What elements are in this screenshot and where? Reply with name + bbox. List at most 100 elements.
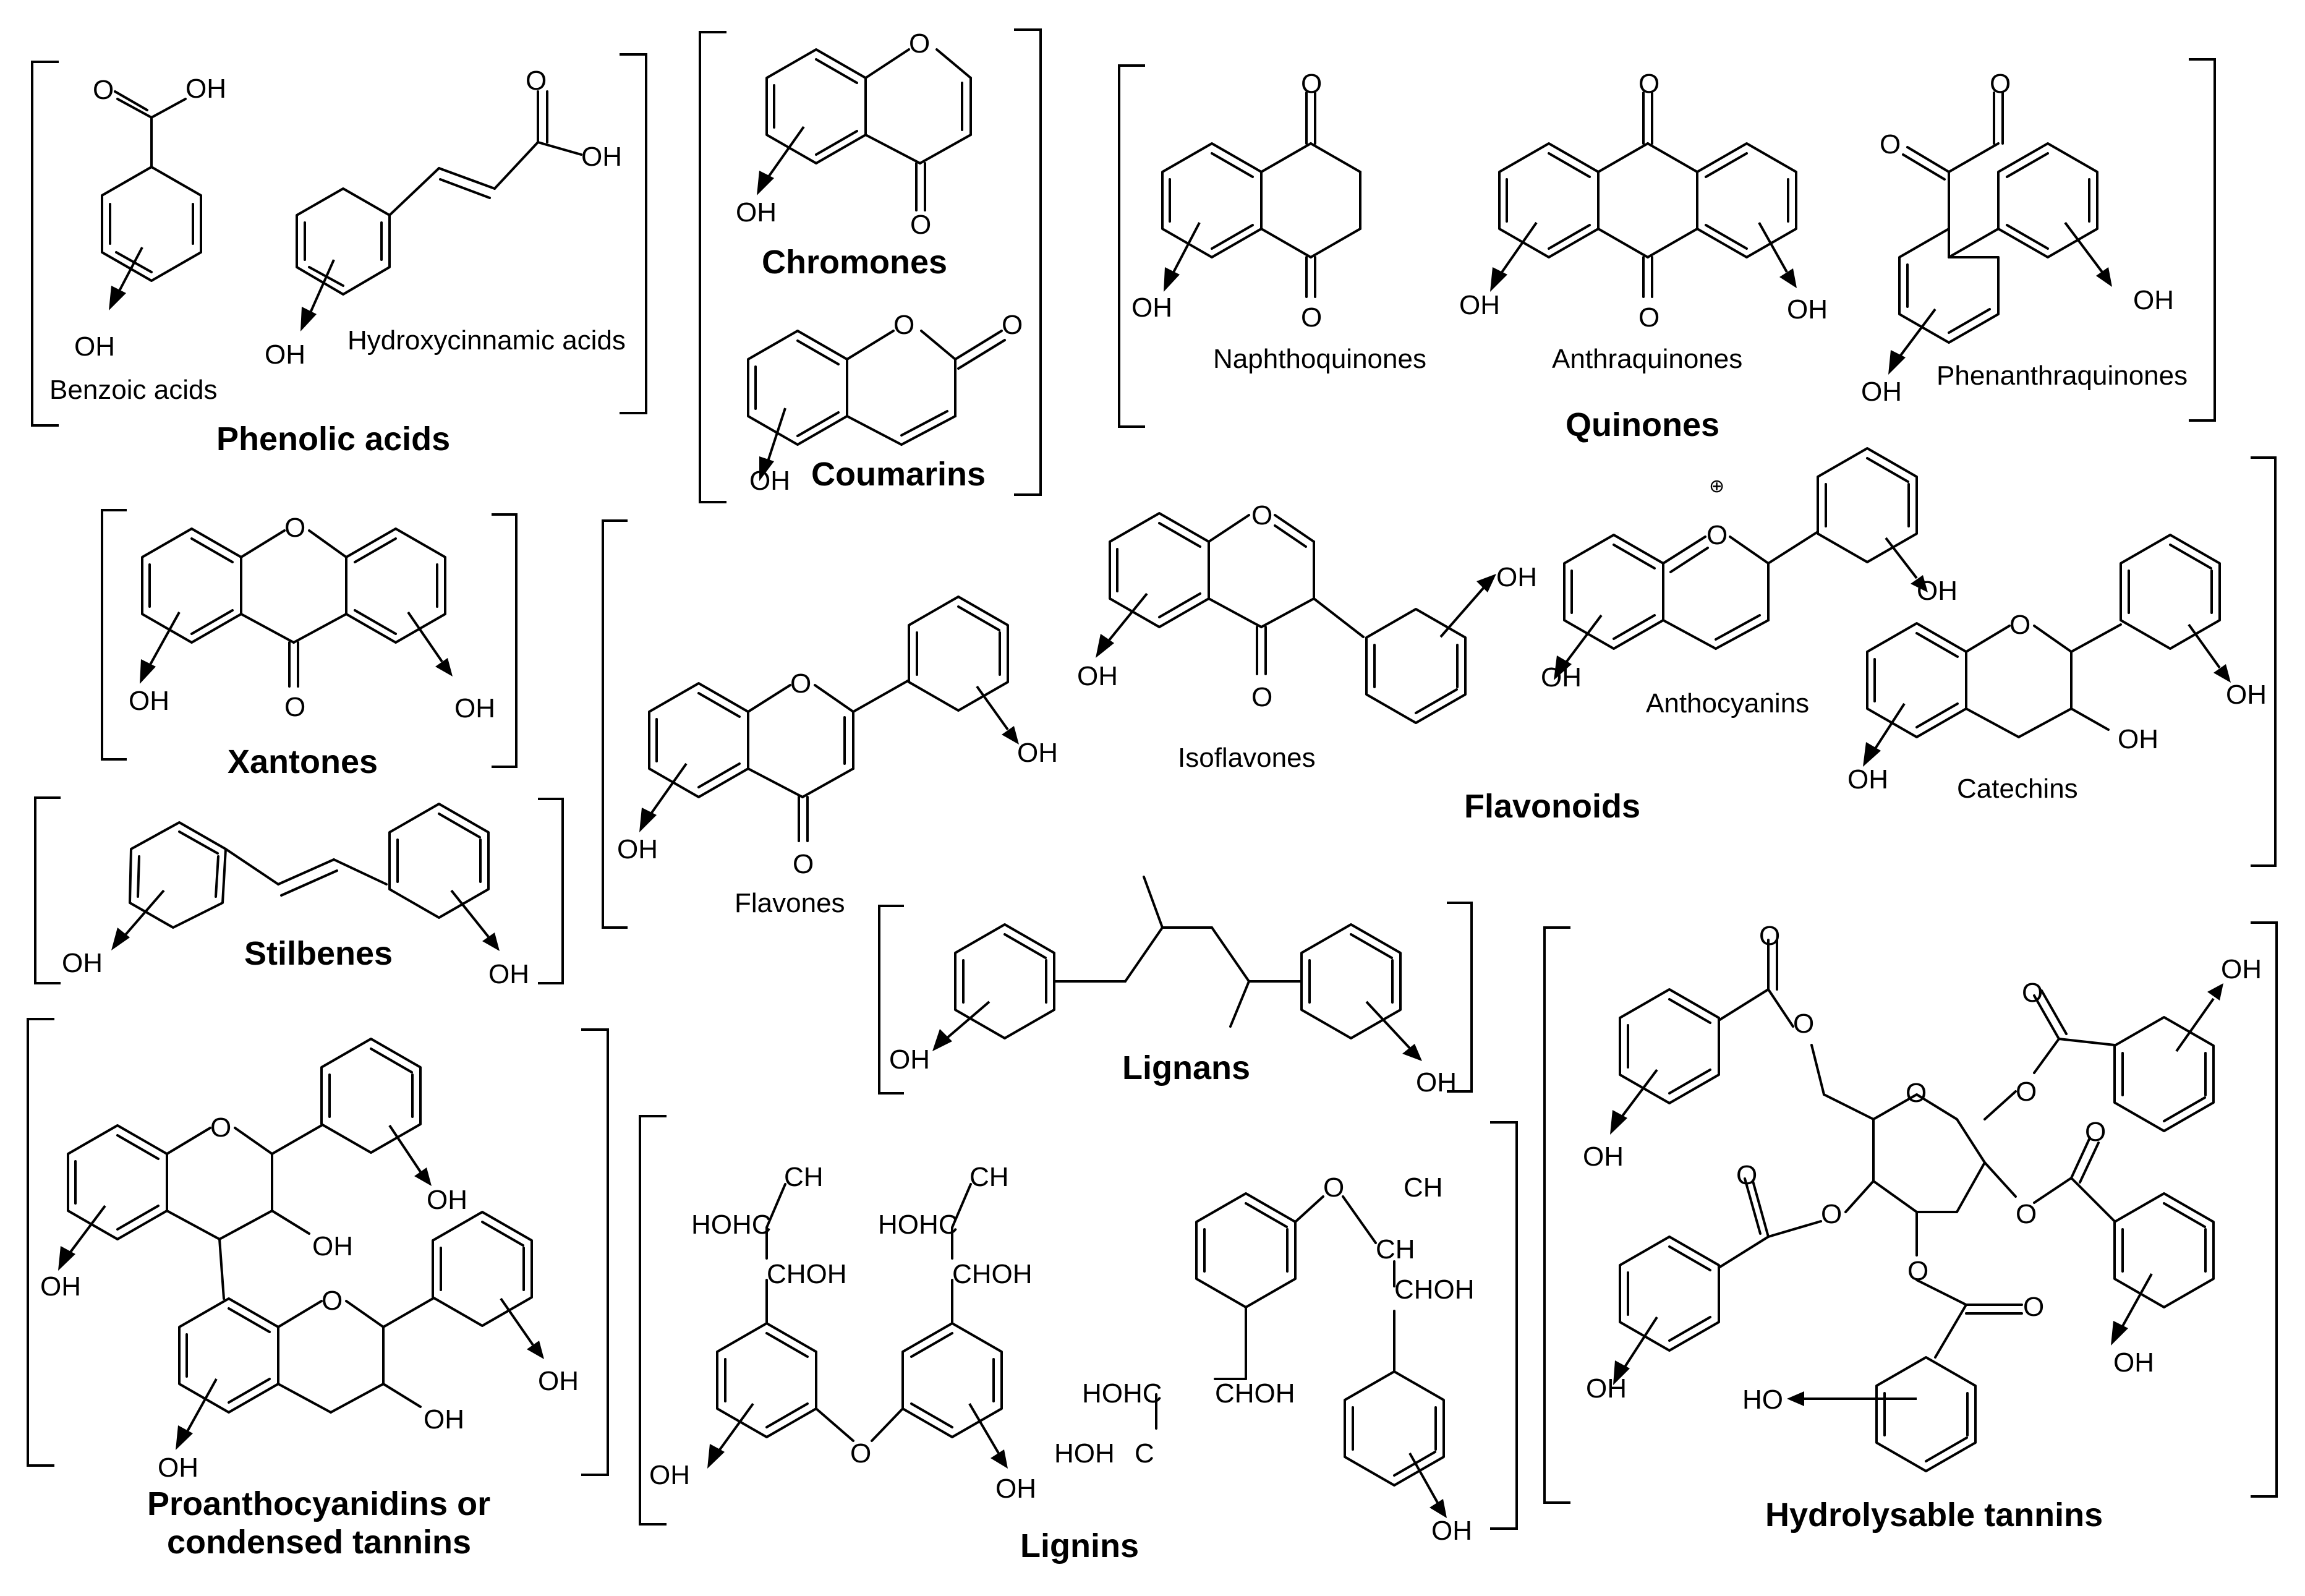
label: CHOH	[767, 1259, 847, 1289]
label: O	[284, 513, 305, 543]
bracket-left	[699, 31, 726, 503]
label: OH	[1496, 562, 1537, 592]
group-xantones: O O OH OH Xantones	[101, 509, 518, 780]
label: CHOH	[1215, 1378, 1295, 1409]
label: OH	[40, 1271, 81, 1302]
label: O	[526, 66, 547, 96]
label: O	[2023, 1292, 2044, 1322]
bracket-left	[101, 509, 127, 761]
caption-phenanthraquinones: Phenanthraquinones	[1936, 361, 2188, 391]
naphthoquinone-structure	[1161, 92, 1361, 298]
label: O	[2022, 978, 2043, 1008]
label: O	[1638, 302, 1660, 333]
label: OH	[312, 1231, 353, 1261]
bracket-right	[1447, 902, 1473, 1093]
group-hydrolysable-tannins: O O O O O O O O O O O OH OH OH OH HO Hyd…	[1543, 921, 2278, 1534]
title-condensed-tannins: condensed tannins	[167, 1524, 471, 1561]
bracket-left	[27, 1018, 54, 1467]
label: O	[1301, 302, 1322, 333]
label: OH	[62, 948, 103, 978]
group-coumarins: O O OH Coumarins	[747, 310, 1023, 496]
label: O	[1706, 520, 1728, 550]
label: CHOH	[1394, 1274, 1475, 1305]
label: OH	[265, 339, 305, 370]
label: O	[793, 849, 814, 879]
label: OH	[995, 1474, 1036, 1504]
label: OH	[617, 834, 658, 864]
label: O	[2016, 1199, 2037, 1229]
label: O	[910, 210, 931, 240]
caption-naphthoquinones: Naphthoquinones	[1213, 344, 1426, 374]
label: O	[1907, 1256, 1928, 1286]
group-flavonoids: O O OH OH Flavones	[602, 447, 2277, 929]
proanthocyanidin-structure	[58, 1038, 544, 1450]
title-coumarins: Coumarins	[811, 456, 986, 493]
label: CH	[1376, 1234, 1415, 1265]
label: OH	[1416, 1067, 1457, 1098]
label: OH	[736, 197, 777, 228]
title-lignins: Lignins	[1020, 1527, 1139, 1564]
label: CHOH	[952, 1259, 1033, 1289]
caption-benzoic-acids: Benzoic acids	[49, 375, 217, 405]
label: O	[1301, 69, 1322, 99]
title-phenolic-acids: Phenolic acids	[216, 420, 450, 458]
label: O	[893, 310, 914, 340]
bracket-left	[1543, 926, 1570, 1504]
catechin-structure	[1863, 534, 2231, 767]
label: OH	[1917, 576, 1958, 606]
label: O	[1736, 1160, 1757, 1190]
title-proanthocyanidins: Proanthocyanidins or	[147, 1485, 490, 1522]
group-proanthocyanidins: O O OH OH OH OH OH OH Proanthocyanidins …	[27, 1018, 609, 1561]
label: OH	[749, 466, 790, 496]
label: O	[1759, 921, 1780, 951]
label: C	[1135, 1438, 1154, 1469]
label: OH	[2118, 724, 2158, 754]
label: O	[909, 28, 930, 59]
positive-charge-label: ⊕	[1709, 476, 1724, 497]
bracket-left	[602, 519, 628, 929]
coumarin-structure	[747, 330, 1006, 481]
label: OH	[74, 331, 115, 362]
label: OH	[1077, 661, 1118, 691]
anthocyanin-structure	[1554, 447, 1928, 680]
label: O	[2085, 1117, 2106, 1147]
label: OH	[1431, 1516, 1472, 1546]
label: O	[1323, 1172, 1344, 1203]
label: CH	[784, 1162, 824, 1192]
caption-anthraquinones: Anthraquinones	[1552, 344, 1742, 374]
label: HOH	[1054, 1438, 1115, 1469]
bracket-right	[1490, 1121, 1518, 1530]
label: OH	[454, 693, 495, 723]
label: O	[2016, 1077, 2037, 1107]
label: OH	[649, 1460, 690, 1490]
label: OH	[488, 959, 529, 989]
bracket-right	[2189, 58, 2216, 422]
label: O	[850, 1438, 871, 1469]
bracket-right	[620, 53, 647, 414]
label: OH	[1017, 738, 1058, 768]
title-quinones: Quinones	[1566, 406, 1719, 443]
bracket-right	[1014, 28, 1042, 496]
title-flavonoids: Flavonoids	[1464, 788, 1640, 825]
label: OH	[1787, 294, 1828, 325]
label: OH	[889, 1044, 930, 1075]
bracket-left	[34, 796, 61, 984]
label: OH	[2226, 680, 2267, 710]
bracket-left	[639, 1115, 667, 1526]
label: O	[322, 1286, 343, 1316]
anthraquinone-structure	[1490, 92, 1797, 298]
label: O	[284, 692, 305, 722]
group-phenolic-acids: O OH OH Benzoic acids O OH OH Hydroxycin…	[31, 53, 647, 458]
label: OH	[1583, 1142, 1624, 1172]
bracket-right	[581, 1028, 609, 1476]
caption-hydroxycinnamic-acids: Hydroxycinnamic acids	[347, 325, 626, 356]
label: O	[1251, 682, 1272, 712]
label: OH	[1586, 1373, 1627, 1404]
label: HOHC	[1082, 1378, 1162, 1409]
label: OH	[1131, 292, 1172, 323]
label: CH	[969, 1162, 1009, 1192]
caption-catechins: Catechins	[1957, 774, 2078, 804]
caption-flavones: Flavones	[735, 888, 845, 918]
stilbene-structure	[111, 803, 500, 951]
